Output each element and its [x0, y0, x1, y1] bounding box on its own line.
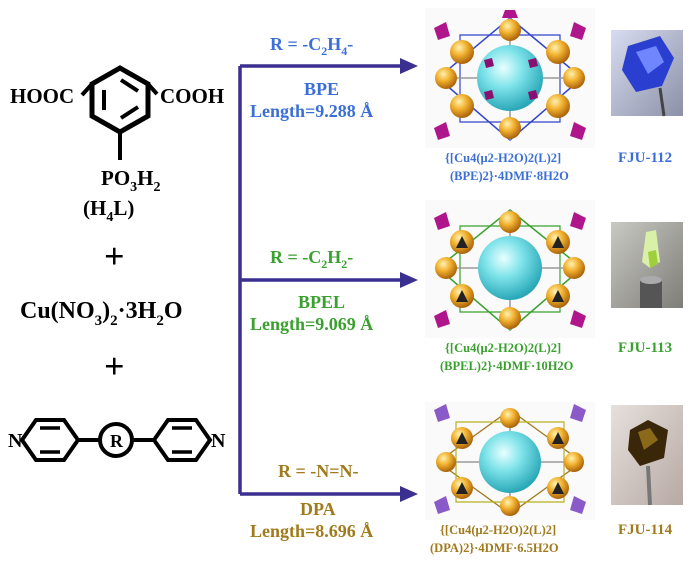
- fju-113-formula-line1: {[Cu4(μ2-H2O)2(L)2]: [445, 341, 561, 355]
- copper-nitrate-label: Cu(NO3)2·3H2O: [20, 298, 183, 329]
- framework-fju-112-structure: [425, 8, 595, 148]
- fju-114-formula-line2: (DPA)2}·4DMF·6.5H2O: [430, 541, 559, 555]
- fju-112-crystal-photo: [611, 30, 683, 117]
- branch-dpa-name: DPA: [300, 499, 336, 519]
- plus-sign-2: +: [104, 346, 125, 386]
- phosphono-label: PO3H2: [101, 166, 161, 195]
- branch-bpel-name: BPEL: [298, 292, 345, 312]
- cooh-left-label: HOOC: [10, 84, 74, 108]
- framework-fju-113-structure: [425, 200, 595, 338]
- plus-sign-1: +: [104, 236, 125, 276]
- bipy-right-n: N: [211, 430, 226, 452]
- framework-fju-114-structure: [425, 402, 595, 520]
- bipy-r-label: R: [110, 431, 124, 451]
- branch-bpe-r-group: R = -C2H4-: [270, 34, 353, 58]
- h4l-ligand-structure: [80, 65, 159, 160]
- fju-114-code: FJU-114: [618, 522, 673, 538]
- reaction-arrows: [238, 58, 418, 502]
- bipyridyl-ligand-structure: [19, 418, 213, 462]
- h4l-label: (H4L): [83, 196, 134, 225]
- fju-114-crystal-photo: [611, 405, 683, 506]
- bipy-left-n: N: [8, 430, 23, 452]
- branch-bpe-name: BPE: [304, 79, 339, 99]
- branch-bpel-r-group: R = -C2H2-: [270, 247, 353, 271]
- branch-bpe-length: Length=9.288 Å: [250, 101, 373, 121]
- cooh-right-label: COOH: [160, 84, 224, 108]
- fju-113-formula-line2: (BPEL)2}·4DMF·10H2O: [440, 359, 574, 373]
- fju-112-formula-line2: (BPE)2}·4DMF·8H2O: [450, 169, 569, 183]
- branch-dpa-r-group: R = -N=N-: [278, 461, 359, 481]
- benzene-ring: [89, 65, 151, 135]
- fju-112-code: FJU-112: [618, 150, 672, 166]
- fju-112-formula-line1: {[Cu4(μ2-H2O)2(L)2]: [445, 151, 561, 165]
- fju-114-formula-line1: {[Cu4(μ2-H2O)2(L)2]: [440, 523, 556, 537]
- fju-113-code: FJU-113: [618, 340, 672, 356]
- branch-bpel-length: Length=9.069 Å: [250, 314, 373, 334]
- fju-113-crystal-photo: [611, 222, 683, 308]
- branch-dpa-length: Length=8.696 Å: [250, 521, 373, 541]
